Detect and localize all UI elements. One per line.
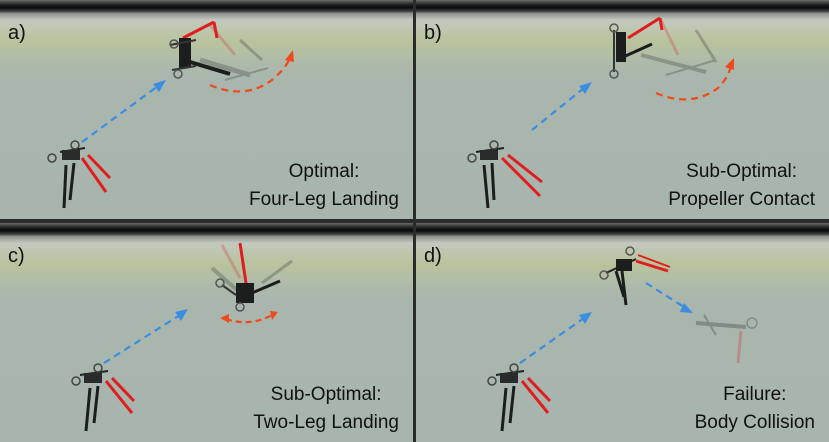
ceiling-bar: [0, 223, 413, 237]
ceiling-bar: [416, 0, 829, 14]
ceiling-shadow: [0, 14, 413, 20]
rotation-arrowhead-right: [270, 311, 278, 320]
drone-start: [467, 140, 543, 209]
panel-a: a) Optimal: Four-Leg Landing: [0, 0, 413, 219]
panel-c: c) Sub-Optimal: Two-Leg Landing: [0, 223, 413, 442]
ghost-drone: [199, 24, 269, 81]
drone-start: [71, 363, 136, 432]
caption-title: Optimal:: [288, 161, 360, 182]
caption-subtitle: Four-Leg Landing: [249, 189, 399, 210]
rotation-arrow: [225, 314, 273, 324]
ghost-drone: [695, 314, 758, 364]
scene-b: [467, 16, 734, 209]
trajectory-arrowhead: [579, 82, 592, 94]
trajectory-arrowhead: [579, 312, 592, 324]
scene-a: [47, 20, 294, 209]
drone-start: [487, 363, 552, 432]
rotation-arrowhead-left: [220, 314, 229, 323]
ceiling-shadow: [416, 14, 829, 20]
ceiling-shadow: [0, 237, 413, 243]
panel-caption: Sub-Optimal: Propeller Contact: [668, 158, 815, 214]
panel-caption: Sub-Optimal: Two-Leg Landing: [253, 381, 399, 437]
panel-caption: Failure: Body Collision: [695, 381, 815, 437]
panel-label: d): [424, 245, 442, 267]
panel-label: c): [8, 245, 25, 267]
caption-subtitle: Propeller Contact: [668, 189, 815, 210]
caption-title: Sub-Optimal:: [686, 161, 798, 182]
rotation-arrowhead: [285, 50, 294, 62]
drone-start: [47, 140, 112, 209]
trajectory-arrow: [81, 85, 159, 143]
failure-arrowhead: [680, 303, 693, 313]
ghost-drone: [640, 19, 718, 76]
drone-upper: [609, 16, 664, 79]
caption-title: Failure:: [723, 384, 787, 405]
caption-subtitle: Body Collision: [694, 412, 815, 433]
panel-label: b): [424, 22, 442, 44]
panel-d: d) Failure: Body Collision: [416, 223, 829, 442]
rotation-arrowhead: [725, 58, 734, 70]
rotation-arrow: [655, 65, 733, 101]
panel-label: a): [8, 22, 26, 44]
trajectory-arrow: [519, 317, 585, 364]
drone-upper: [599, 246, 671, 306]
caption-subtitle: Two-Leg Landing: [253, 412, 399, 433]
scene-d: [487, 246, 758, 432]
trajectory-arrow: [103, 314, 181, 364]
trajectory-arrowhead: [153, 80, 166, 92]
drone-upper: [169, 20, 231, 79]
panel-b: b) Sub-Optimal: Propeller Contact: [416, 0, 829, 219]
trajectory-arrow: [531, 87, 585, 131]
caption-title: Sub-Optimal:: [270, 384, 382, 405]
drone-upper: [215, 242, 281, 312]
ceiling-bar: [416, 223, 829, 237]
ceiling-bar: [0, 0, 413, 14]
trajectory-arrowhead: [175, 309, 188, 321]
rotation-arrow: [209, 57, 292, 93]
panel-caption: Optimal: Four-Leg Landing: [249, 158, 399, 214]
scene-c: [71, 242, 293, 432]
ceiling-shadow: [416, 237, 829, 243]
failure-arrow: [645, 282, 685, 308]
